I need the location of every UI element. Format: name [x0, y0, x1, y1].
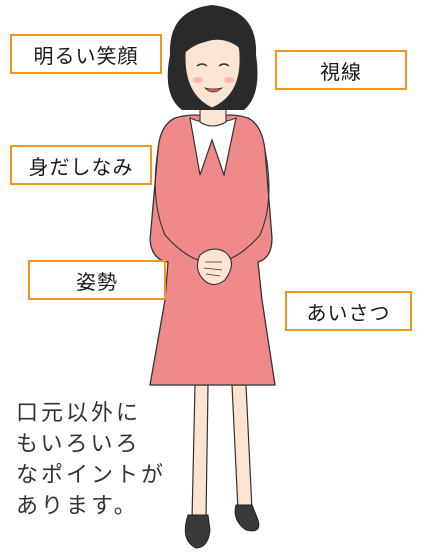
- label-grooming: 身だしなみ: [10, 145, 152, 185]
- label-posture: 姿勢: [28, 260, 166, 300]
- note-line: あります。: [16, 494, 139, 519]
- note-text: 口元以外に もいろいろ なポイントが あります。: [16, 398, 166, 522]
- note-line: もいろいろ: [16, 432, 141, 457]
- label-bright-smile: 明るい笑顔: [10, 34, 162, 74]
- legs: [191, 384, 253, 521]
- note-line: 口元以外に: [16, 401, 142, 426]
- note-line: なポイントが: [16, 463, 167, 488]
- shoes: [184, 504, 260, 549]
- hands: [196, 248, 233, 286]
- label-gaze: 視線: [275, 50, 407, 90]
- label-greeting: あいさつ: [285, 291, 412, 331]
